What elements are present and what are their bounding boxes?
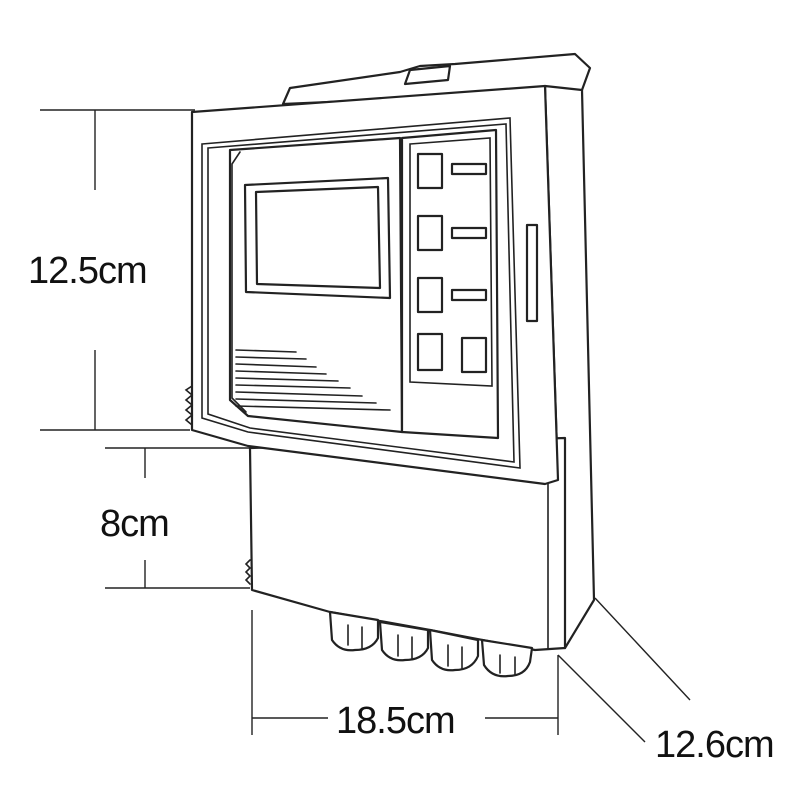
- cable-gland-3: [428, 628, 480, 672]
- cable-gland-2: [378, 620, 430, 662]
- dimension-label-height-lower: 8cm: [100, 503, 169, 545]
- control-button-5: [460, 336, 488, 374]
- dimension-label-width: 18.5cm: [336, 700, 455, 742]
- control-button-1: [416, 152, 444, 190]
- indicator-slot-2: [450, 226, 488, 240]
- control-buttons: [416, 152, 488, 374]
- top-latch: [403, 64, 452, 86]
- control-button-3: [416, 276, 444, 314]
- control-button-2: [416, 214, 444, 252]
- lower-thread: [244, 559, 252, 585]
- dimension-label-height-upper: 12.5cm: [28, 250, 147, 292]
- cable-gland-4: [480, 638, 534, 678]
- cover-thread: [184, 385, 194, 426]
- indicator-slot-1: [450, 162, 488, 176]
- device-drawing: [184, 52, 596, 678]
- button-panel: [400, 128, 500, 440]
- lcd-screen: [254, 185, 382, 290]
- dimension-label-depth: 12.6cm: [655, 724, 774, 766]
- indicator-slot-3: [450, 288, 488, 302]
- inner-frame: [201, 117, 521, 469]
- vent-lines: [235, 349, 391, 411]
- side-handle: [525, 223, 539, 323]
- cable-gland-1: [328, 610, 380, 652]
- control-button-4: [416, 332, 444, 372]
- dimension-lines: [40, 109, 691, 743]
